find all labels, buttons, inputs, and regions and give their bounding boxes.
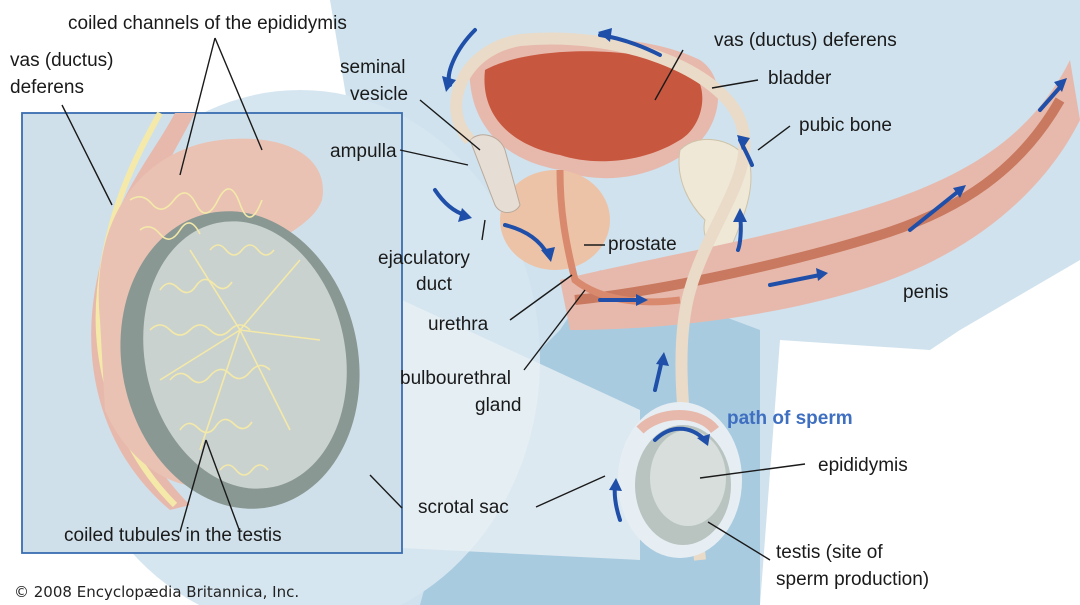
- label-epididymis-channels: coiled channels of the epididymis: [68, 13, 347, 34]
- label-vas-inset-line1: vas (ductus): [10, 50, 113, 71]
- label-testis-line1: testis (site of: [776, 542, 883, 563]
- label-epididymis: epididymis: [818, 455, 908, 476]
- copyright-notice: © 2008 Encyclopædia Britannica, Inc.: [14, 583, 299, 601]
- label-path-of-sperm: path of sperm: [727, 408, 853, 429]
- label-vas-inset-line2: deferens: [10, 77, 84, 98]
- label-ejaculatory-line1: ejaculatory: [378, 248, 470, 269]
- label-seminal-line2: vesicle: [350, 84, 408, 105]
- label-ejaculatory-line2: duct: [416, 274, 453, 295]
- label-bulbourethral-line2: gland: [475, 395, 522, 416]
- testis-inset: [22, 113, 402, 553]
- label-pubic-bone: pubic bone: [799, 115, 892, 136]
- label-testis-line2: sperm production): [776, 569, 929, 590]
- label-urethra: urethra: [428, 314, 489, 335]
- label-vas-main: vas (ductus) deferens: [714, 30, 897, 51]
- label-ampulla: ampulla: [330, 141, 397, 162]
- label-penis: penis: [903, 282, 948, 303]
- label-coiled-tubules: coiled tubules in the testis: [64, 525, 282, 546]
- label-scrotal-sac: scrotal sac: [418, 497, 509, 518]
- label-bulbourethral-line1: bulbourethral: [400, 368, 511, 389]
- label-seminal-line1: seminal: [340, 57, 405, 78]
- label-prostate: prostate: [608, 234, 677, 255]
- label-bladder: bladder: [768, 68, 832, 89]
